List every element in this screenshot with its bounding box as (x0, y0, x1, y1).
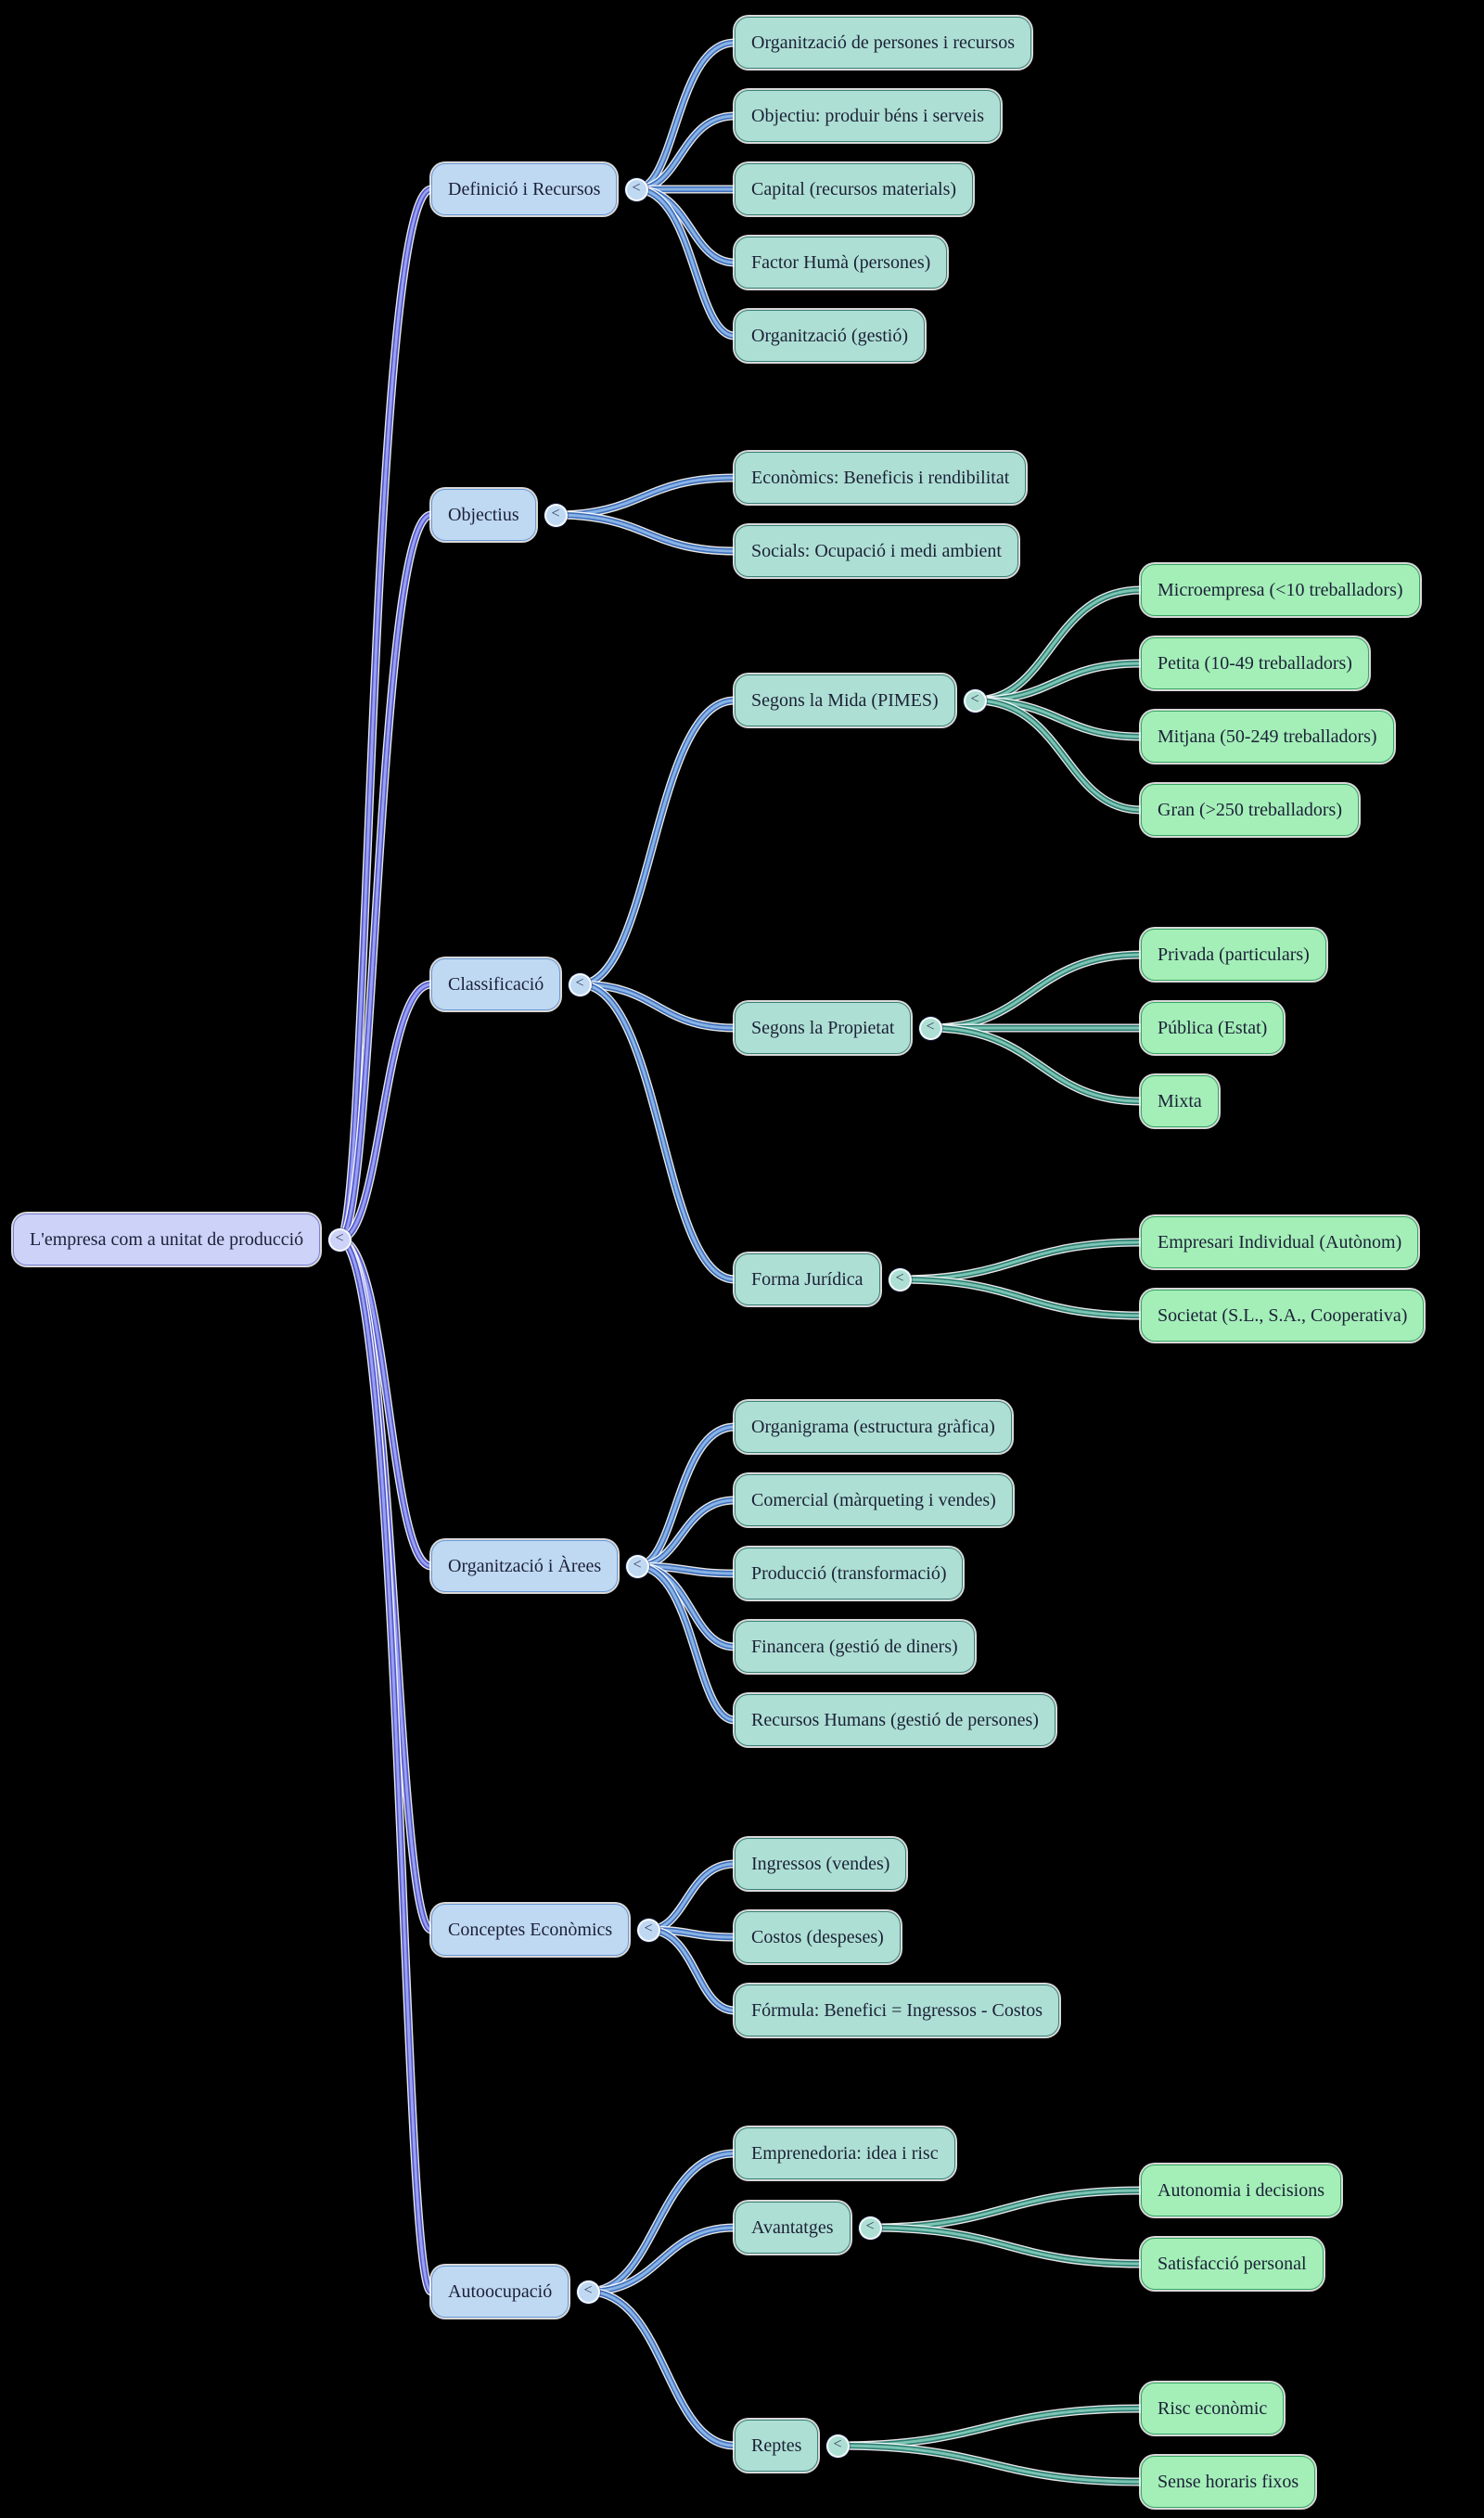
link (339, 513, 432, 1241)
link (338, 187, 432, 1241)
link (647, 1925, 736, 2015)
collapse-toggle-conceptes-economics[interactable]: < (636, 1918, 660, 1942)
mindmap-node-costos-despeses: Costos (despeses) (735, 1911, 901, 1963)
mindmap-node-avantatges: Avantatges (735, 2202, 851, 2254)
collapse-chevron-icon: < (583, 2282, 593, 2298)
link (579, 983, 736, 1281)
collapse-toggle-avantatges[interactable]: < (858, 2216, 882, 2240)
collapse-toggle-segons-la-propietat[interactable]: < (918, 1016, 942, 1040)
mindmap-node-produccio-transformacio: Producció (transformació) (735, 1548, 964, 1599)
link (636, 1422, 736, 1571)
collapse-toggle-classificacio[interactable]: < (568, 972, 592, 996)
link (636, 1423, 736, 1570)
collapse-chevron-icon: < (895, 1270, 904, 1286)
collapse-toggle-autoocupacio[interactable]: < (576, 2280, 600, 2304)
mindmap-node-definicio-i-recursos: Definició i Recursos (431, 163, 618, 215)
link (587, 2290, 736, 2447)
link (837, 2444, 1142, 2484)
mindmap-node-forma-juridica: Forma Jurídica (735, 1253, 880, 1305)
link (837, 2407, 1142, 2447)
link (579, 696, 736, 989)
mindmap-node-segons-la-propietat: Segons la Propietat (735, 1002, 912, 1054)
mindmap-node-l-empresa-com-a-unitat-de-produccio: L'empresa com a unitat de producció (13, 1214, 321, 1265)
link (899, 1240, 1142, 1281)
collapse-toggle-reptes[interactable]: < (825, 2434, 850, 2458)
mindmap-node-empresari-individual-autonom: Empresari Individual (Autònom) (1141, 1216, 1419, 1268)
link (647, 1928, 736, 2012)
link (555, 513, 736, 553)
mindmap-node-organitzacio-i-arees: Organització i Àrees (431, 1540, 619, 1592)
mindmap-node-recursos-humans-gestio-de-persones: Recursos Humans (gestió de persones) (735, 1694, 1055, 1746)
mindmap-node-petita-10-49-treballadors: Petita (10-49 treballadors) (1141, 637, 1369, 689)
link (339, 1238, 433, 2293)
mindmap-node-mixta: Mixta (1141, 1075, 1219, 1127)
link (899, 1278, 1142, 1317)
link (636, 1425, 736, 1568)
collapse-toggle-segons-la-mida-pimes[interactable]: < (963, 688, 987, 713)
link (974, 699, 1142, 812)
link (869, 2226, 1142, 2266)
collapse-chevron-icon: < (644, 1921, 653, 1936)
link (647, 1859, 736, 1934)
collapse-toggle-objectius[interactable]: < (544, 503, 568, 527)
mindmap-node-socials-ocupacio-i-medi-ambient: Socials: Ocupació i medi ambient (735, 525, 1018, 577)
mindmap-node-societat-s-l-s-a-cooperativa: Societat (S.L., S.A., Cooperativa) (1141, 1290, 1425, 1342)
mindmap-node-autonomia-i-decisions: Autonomia i decisions (1141, 2165, 1341, 2216)
collapse-chevron-icon: < (575, 975, 584, 991)
mindmap-node-comercial-marqueting-i-vendes: Comercial (màrqueting i vendes) (735, 1474, 1013, 1526)
mindmap-node-risc-economic: Risc econòmic (1141, 2383, 1285, 2434)
collapse-chevron-icon: < (970, 691, 979, 707)
mindmap-node-mitjana-50-249-treballadors: Mitjana (50-249 treballadors) (1141, 711, 1394, 763)
mindmap-node-organigrama-estructura-grafica: Organigrama (estructura gràfica) (735, 1401, 1012, 1453)
link (636, 1564, 736, 1722)
link (587, 2149, 736, 2296)
link (929, 1024, 1142, 1105)
mindmap-node-factor-huma-persones: Factor Humà (persones) (735, 237, 948, 289)
mindmap-node-objectius: Objectius (431, 489, 536, 541)
mindmap-node-emprenedoria-idea-i-risc: Emprenedoria: idea i risc (735, 2127, 955, 2179)
link (869, 2189, 1142, 2229)
collapse-chevron-icon: < (865, 2218, 875, 2234)
link (579, 983, 736, 1030)
collapse-chevron-icon: < (551, 506, 560, 521)
link (635, 187, 736, 338)
collapse-chevron-icon: < (926, 1019, 935, 1034)
mindmap-node-financera-gestio-de-diners: Financera (gestió de diners) (735, 1621, 975, 1673)
link (339, 983, 432, 1241)
link (579, 699, 736, 986)
mindmap-node-ingressos-vendes: Ingressos (vendes) (735, 1838, 907, 1890)
mindmap-node-gran-250-treballadors: Gran (>250 treballadors) (1141, 784, 1359, 836)
mindmap-node-formula-benefici-ingressos-costos: Fórmula: Benefici = Ingressos - Costos (735, 1985, 1060, 2036)
mindmap-node-segons-la-mida-pimes: Segons la Mida (PIMES) (735, 674, 955, 726)
mindmap-node-conceptes-economics: Conceptes Econòmics (431, 1904, 630, 1956)
link (929, 951, 1142, 1032)
mindmap-node-satisfaccio-personal: Satisfacció personal (1141, 2238, 1324, 2290)
link (587, 2287, 736, 2450)
collapse-chevron-icon: < (833, 2436, 842, 2452)
mindmap-node-sense-horaris-fixos: Sense horaris fixos (1141, 2456, 1316, 2508)
mindmap-node-economics-beneficis-i-rendibilitat: Econòmics: Beneficis i rendibilitat (735, 452, 1027, 504)
collapse-chevron-icon: < (633, 1557, 642, 1573)
mindmap-node-organitzacio-gestio: Organització (gestió) (735, 310, 926, 362)
collapse-toggle-forma-juridica[interactable]: < (888, 1267, 912, 1291)
mindmap-node-autoocupacio: Autoocupació (431, 2266, 569, 2318)
mindmap-node-publica-estat: Pública (Estat) (1141, 1002, 1285, 1054)
mindmap-node-classificacio: Classificació (431, 958, 561, 1010)
collapse-toggle-l-empresa-com-a-unitat-de-produccio[interactable]: < (327, 1227, 352, 1252)
link (929, 1026, 1142, 1103)
mindmap-node-reptes: Reptes (735, 2420, 819, 2472)
mindmap-node-organitzacio-de-persones-i-recursos: Organització de persones i recursos (735, 17, 1031, 69)
link (587, 2226, 736, 2293)
mindmap-node-objectiu-produir-bens-i-serveis: Objectiu: produir béns i serveis (735, 90, 1002, 142)
collapse-chevron-icon: < (335, 1230, 344, 1246)
collapse-toggle-organitzacio-i-arees[interactable]: < (625, 1554, 649, 1578)
mindmap-node-microempresa-10-treballadors: Microempresa (<10 treballadors) (1141, 564, 1420, 616)
mindmap-node-privada-particulars: Privada (particulars) (1141, 929, 1326, 981)
collapse-chevron-icon: < (632, 180, 641, 196)
collapse-toggle-definicio-i-recursos[interactable]: < (624, 177, 648, 201)
mindmap-node-capital-recursos-materials: Capital (recursos materials) (735, 163, 974, 215)
